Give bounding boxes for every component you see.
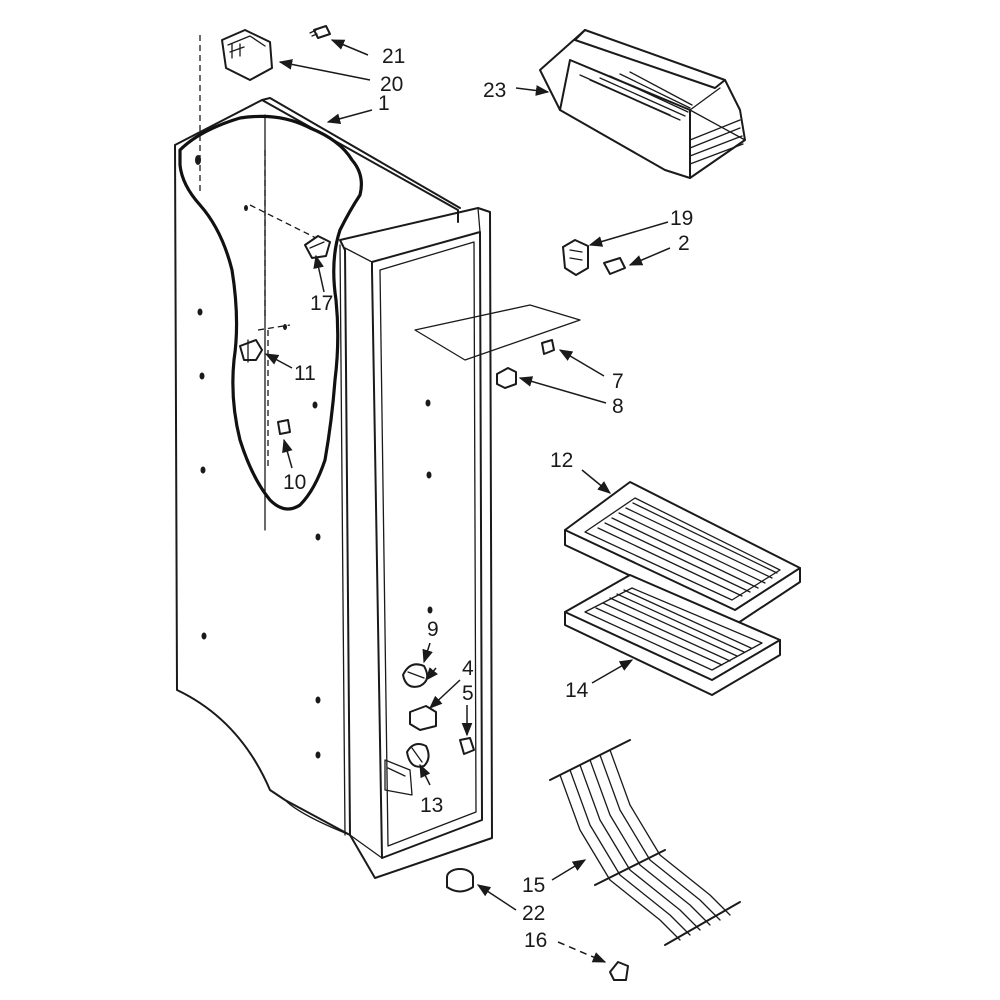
shelf-part-12[interactable]	[564, 481, 801, 626]
callout-14: 14	[565, 679, 589, 702]
screw-part-2[interactable]	[603, 257, 626, 275]
shelf-part-14[interactable]	[564, 574, 781, 696]
callout-17: 17	[310, 292, 333, 315]
knob-part-13[interactable]	[406, 743, 430, 768]
bracket-part-4[interactable]	[409, 705, 437, 731]
callout-8: 8	[612, 395, 624, 418]
callout-1: 1	[378, 92, 390, 115]
drain-trough	[384, 759, 413, 796]
top-bracket-part-20[interactable]	[221, 29, 273, 81]
cap-part-22[interactable]	[446, 868, 474, 893]
ice-basket-part-23[interactable]	[539, 29, 746, 179]
fastener-part-10[interactable]	[277, 419, 291, 435]
clip-part-7[interactable]	[541, 339, 555, 355]
callout-19: 19	[670, 207, 693, 230]
callout-21: 21	[382, 45, 405, 68]
callout-7: 7	[612, 370, 624, 393]
panel-holes	[195, 155, 433, 759]
bracket-part-19[interactable]	[562, 239, 589, 276]
clip-part-8[interactable]	[496, 367, 517, 389]
callout-16: 16	[524, 929, 547, 952]
callout-5: 5	[462, 682, 474, 705]
leader-lines	[264, 39, 671, 963]
screw-part-5[interactable]	[459, 737, 475, 755]
callout-10: 10	[283, 471, 306, 494]
callout-labels: 21 20 1 23 19 2 17 7 8 11 10 12 14 9 4 5…	[283, 45, 693, 952]
callout-20: 20	[380, 73, 403, 96]
callout-22: 22	[522, 902, 545, 925]
freezer-liner-cabinet	[174, 35, 493, 879]
clip-part-17[interactable]	[304, 235, 331, 259]
callout-9: 9	[427, 618, 439, 641]
thermostat-part-9[interactable]	[402, 663, 429, 688]
callout-4: 4	[462, 657, 474, 680]
callout-23: 23	[483, 79, 506, 102]
wire-rack-part-15[interactable]	[549, 739, 741, 946]
callout-12: 12	[550, 449, 573, 472]
callout-11: 11	[294, 362, 316, 385]
rack-foot-part-16[interactable]	[609, 961, 629, 981]
fastener-part-11[interactable]	[239, 339, 263, 363]
callout-2: 2	[678, 232, 690, 255]
screw-part-21[interactable]	[309, 25, 331, 39]
shelf-support-outline	[414, 304, 581, 361]
callout-15: 15	[522, 874, 545, 897]
callout-13: 13	[420, 794, 443, 817]
